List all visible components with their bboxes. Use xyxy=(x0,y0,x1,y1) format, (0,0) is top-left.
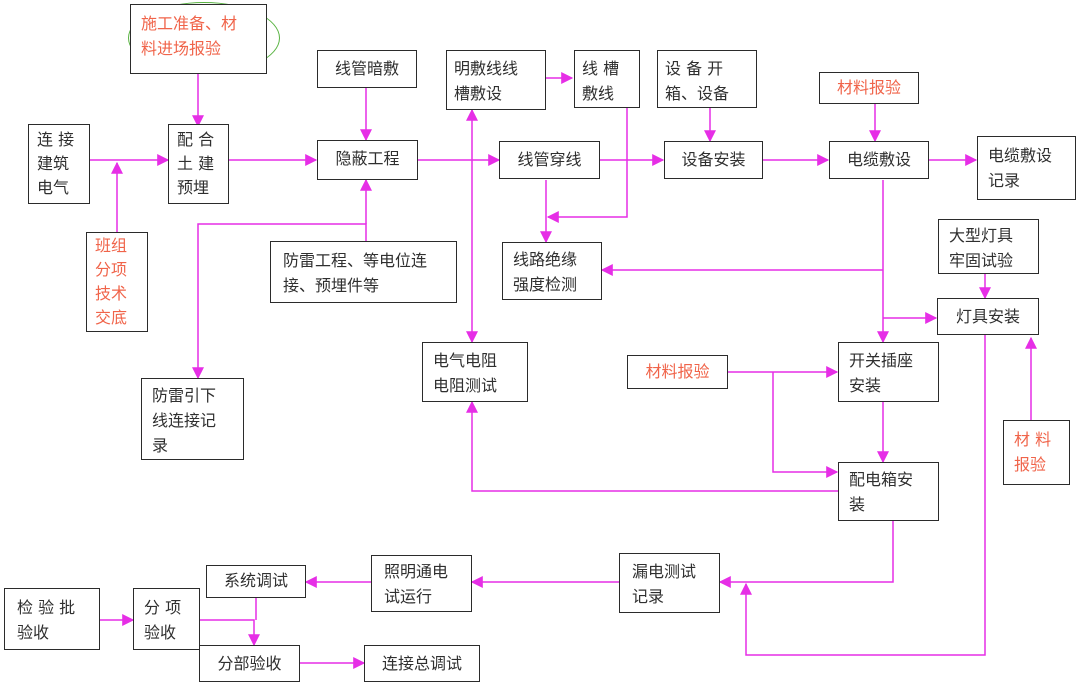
connector xyxy=(192,223,367,380)
node-conduit-wiring: 线管穿线 xyxy=(499,141,600,179)
node-trunking-wiring: 线 槽 敷线 xyxy=(574,50,640,108)
node-inspection-lot-acceptance: 检 验 批 验收 xyxy=(4,588,100,650)
node-cable-laying-record: 电缆敷设 记录 xyxy=(977,136,1076,200)
node-equipment-install: 设备安装 xyxy=(664,141,763,179)
node-lighting-trial-run: 照明通电 试运行 xyxy=(371,555,472,612)
node-large-lamp-test: 大型灯具 牢固试验 xyxy=(938,219,1039,274)
node-insulation-test: 线路绝缘 强度检测 xyxy=(502,242,602,300)
node-equipment-unpacking: 设 备 开 箱、设备 xyxy=(657,50,757,108)
node-material-inspection-2: 材料报验 xyxy=(627,355,728,389)
node-team-tech-briefing: 班组 分项 技术 交底 xyxy=(86,232,148,332)
connector xyxy=(466,400,838,492)
node-lamp-install: 灯具安装 xyxy=(937,298,1039,335)
connector xyxy=(718,521,894,588)
node-division-acceptance: 分部验收 xyxy=(199,645,300,682)
node-surface-trunking: 明敷线线 槽敷设 xyxy=(446,50,546,110)
node-construction-prep: 施工准备、材 料进场报验 xyxy=(130,4,267,74)
node-material-inspection-3: 材 料 报验 xyxy=(1003,420,1070,485)
node-cable-laying: 电缆敷设 xyxy=(829,141,929,179)
node-leakage-test-record: 漏电测试 记录 xyxy=(619,553,720,613)
connector xyxy=(546,108,628,223)
node-concealed-works: 隐蔽工程 xyxy=(317,140,418,180)
node-distribution-box-install: 配电箱安 装 xyxy=(838,462,939,521)
connector xyxy=(200,619,260,647)
node-overall-commissioning: 连接总调试 xyxy=(364,645,480,682)
node-resistance-test: 电气电阻 电阻测试 xyxy=(422,342,528,402)
node-lightning-protection: 防雷工程、等电位连 接、预埋件等 xyxy=(270,241,457,303)
node-concealed-conduit: 线管暗敷 xyxy=(317,50,417,88)
connector xyxy=(740,335,986,656)
node-material-inspection: 材料报验 xyxy=(819,72,919,104)
node-connect-building-electric: 连 接 建筑 电气 xyxy=(28,124,90,204)
node-downlead-record: 防雷引下 线连接记 录 xyxy=(141,378,244,460)
connector xyxy=(772,372,839,478)
node-subitem-acceptance: 分 项 验收 xyxy=(133,588,200,650)
node-civil-embedding: 配 合 土 建 预埋 xyxy=(168,124,229,204)
node-system-commissioning: 系统调试 xyxy=(206,565,306,598)
node-switch-socket-install: 开关插座 安装 xyxy=(838,342,939,402)
